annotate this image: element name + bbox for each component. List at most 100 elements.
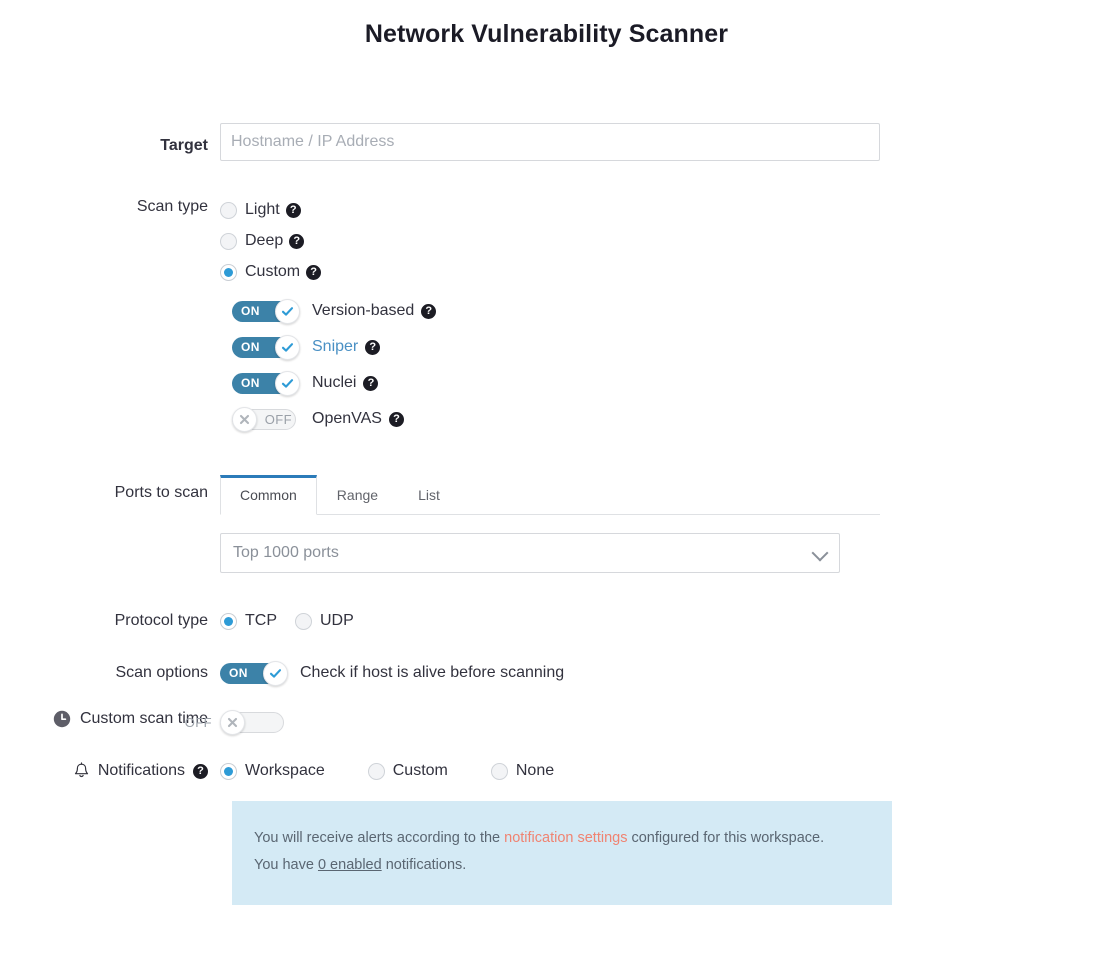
radio-label-tcp: TCP <box>245 612 277 629</box>
info-line-1: You will receive alerts according to the… <box>254 825 870 852</box>
switch-label: OpenVAS <box>312 410 382 427</box>
info-text-2a: You have <box>254 857 318 873</box>
toggle-knob <box>275 370 300 396</box>
radio-label: Custom <box>245 263 301 280</box>
radio-scan-type-deep[interactable]: Deep ? <box>220 228 1093 254</box>
switch-label[interactable]: Sniper <box>312 338 359 355</box>
info-text-1b: configured for this workspace. <box>627 830 825 846</box>
help-icon[interactable]: ? <box>285 202 301 218</box>
target-input[interactable] <box>220 123 880 161</box>
toggle-knob <box>275 334 300 360</box>
tab-common[interactable]: Common <box>220 475 317 515</box>
radio-label: Deep <box>245 232 284 249</box>
target-label: Target <box>160 137 208 154</box>
custom-scan-switches: ON Version-based ? ON <box>220 297 1093 433</box>
toggle-state-text: OFF <box>264 411 292 427</box>
scan-options-switch-label: Check if host is alive before scanning <box>300 664 565 681</box>
switch-row-openvas: OFF OpenVAS ? <box>232 405 1093 433</box>
notifications-label: Notifications <box>97 762 185 779</box>
clock-icon <box>53 710 71 728</box>
close-icon <box>227 717 238 728</box>
scan-type-row: Scan type Light ? Deep ? Custom ? <box>0 197 1093 433</box>
ports-row: Ports to scan Common Range List Top 1000… <box>0 471 1093 573</box>
help-icon[interactable]: ? <box>421 303 437 319</box>
radio-indicator[interactable] <box>220 762 237 780</box>
ports-select-value: Top 1000 ports <box>233 544 339 561</box>
radio-label-udp: UDP <box>320 612 354 629</box>
toggle-knob <box>275 298 300 324</box>
notifications-row: Notifications ? Workspace Custom None <box>0 761 1093 781</box>
radio-scan-type-light[interactable]: Light ? <box>220 197 1093 223</box>
check-icon <box>281 342 294 352</box>
toggle-host-alive[interactable]: ON <box>220 660 288 686</box>
help-icon[interactable]: ? <box>388 411 404 427</box>
radio-label: Workspace <box>245 762 325 779</box>
radio-indicator[interactable] <box>220 201 237 219</box>
radio-notifications-custom[interactable]: Custom <box>367 761 448 781</box>
help-icon[interactable]: ? <box>363 375 379 391</box>
ports-select-wrap: Top 1000 ports <box>220 533 840 573</box>
info-line-2: You have 0 enabled notifications. <box>254 852 870 879</box>
radio-protocol-tcp[interactable] <box>220 612 237 630</box>
switch-row-version-based: ON Version-based ? <box>232 297 1093 325</box>
radio-label: None <box>515 762 555 779</box>
notifications-info-wrap: You will receive alerts according to the… <box>0 801 1093 905</box>
protocol-row: Protocol type TCP UDP <box>0 611 1093 631</box>
radio-notifications-none[interactable]: None <box>490 761 555 781</box>
radio-indicator[interactable] <box>220 263 237 281</box>
page-title: Network Vulnerability Scanner <box>364 20 729 48</box>
toggle-knob <box>220 710 245 735</box>
notification-settings-link[interactable]: notification settings <box>504 830 628 846</box>
toggle-knob <box>263 660 288 686</box>
help-icon[interactable]: ? <box>365 339 381 355</box>
notifications-info-box: You will receive alerts according to the… <box>232 801 892 905</box>
custom-scan-time-row: Custom scan time OFF <box>0 709 1093 735</box>
help-icon[interactable]: ? <box>289 233 305 249</box>
toggle-sniper[interactable]: ON <box>232 334 300 360</box>
enabled-notifications-link[interactable]: 0 enabled <box>317 857 382 873</box>
ports-tabs: Common Range List <box>220 471 880 515</box>
radio-indicator[interactable] <box>490 762 508 780</box>
radio-label: Custom <box>392 762 448 779</box>
check-icon <box>281 306 294 316</box>
target-row: Target <box>0 123 1093 161</box>
info-text-1a: You will receive alerts according to the <box>254 830 505 846</box>
switch-label: Nuclei <box>312 374 357 391</box>
ports-label: Ports to scan <box>114 484 208 501</box>
switch-label: Version-based <box>312 302 415 319</box>
scan-type-label: Scan type <box>136 198 208 215</box>
toggle-state-text: ON <box>229 665 248 680</box>
check-icon <box>269 668 282 678</box>
radio-label: Light <box>245 201 280 218</box>
bell-icon <box>73 762 90 780</box>
switch-row-nuclei: ON Nuclei ? <box>232 369 1093 397</box>
notifications-label-group: Notifications ? <box>0 761 220 781</box>
toggle-version-based[interactable]: ON <box>232 298 300 324</box>
toggle-knob <box>232 406 257 432</box>
help-icon[interactable]: ? <box>306 264 322 280</box>
radio-indicator[interactable] <box>220 232 237 250</box>
toggle-state-text: ON <box>241 375 260 390</box>
toggle-state-text: OFF <box>184 715 212 730</box>
ports-select[interactable]: Top 1000 ports <box>220 533 840 573</box>
check-icon <box>281 378 294 388</box>
radio-indicator[interactable] <box>367 762 385 780</box>
tab-list[interactable]: List <box>418 487 440 503</box>
toggle-openvas[interactable]: OFF <box>232 406 300 432</box>
protocol-label: Protocol type <box>114 612 208 629</box>
toggle-state-text: ON <box>241 303 260 318</box>
radio-notifications-workspace[interactable]: Workspace <box>220 761 325 781</box>
custom-scan-time-label: Custom scan time <box>79 710 208 727</box>
switch-row-sniper: ON Sniper ? <box>232 333 1093 361</box>
radio-protocol-udp[interactable] <box>295 612 312 630</box>
close-icon <box>239 414 250 424</box>
scan-options-switch-row: ON Check if host is alive before scannin… <box>220 659 1093 687</box>
help-icon[interactable]: ? <box>193 763 208 779</box>
toggle-state-text: ON <box>241 339 260 354</box>
radio-scan-type-custom[interactable]: Custom ? <box>220 259 1093 285</box>
tab-range[interactable]: Range <box>336 487 379 503</box>
toggle-nuclei[interactable]: ON <box>232 370 300 396</box>
custom-scan-time-label-group: Custom scan time <box>0 709 220 729</box>
scan-options-row: Scan options ON Check if host is alive b… <box>0 659 1093 687</box>
